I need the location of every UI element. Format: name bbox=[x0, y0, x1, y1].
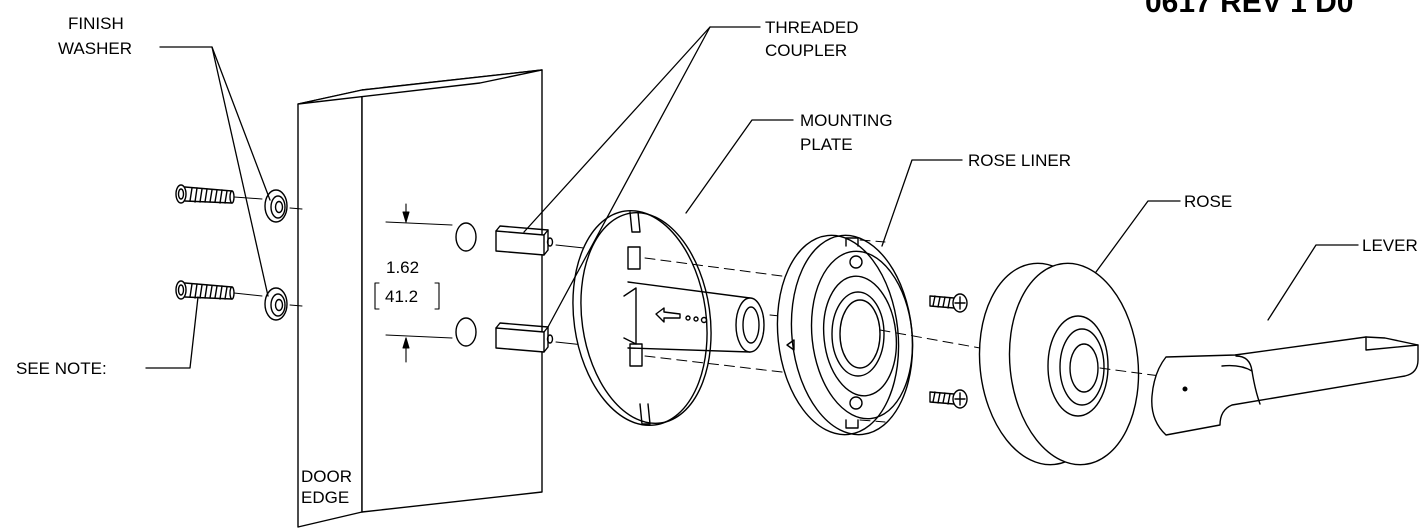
label-lever: LEVER bbox=[1362, 236, 1418, 255]
label-finish-washer-line1: FINISH bbox=[68, 14, 124, 33]
dimension-millimeters: 41.2 bbox=[385, 287, 418, 306]
drawing-title: 0617 REV 1 D0 bbox=[1145, 0, 1353, 19]
finish-washer-upper bbox=[264, 189, 288, 223]
leader-lines bbox=[145, 26, 1359, 369]
screw-upper bbox=[175, 184, 235, 204]
dimension-marker bbox=[374, 203, 453, 363]
label-door-edge-line1: DOOR bbox=[301, 467, 352, 486]
door-block bbox=[297, 69, 543, 528]
label-rose: ROSE bbox=[1184, 192, 1232, 211]
label-mounting-plate-line2: PLATE bbox=[800, 135, 853, 154]
dimension-inches: 1.62 bbox=[386, 258, 419, 277]
liner-screw-lower bbox=[929, 389, 968, 409]
lever bbox=[1151, 336, 1419, 436]
label-rose-liner: ROSE LINER bbox=[968, 151, 1071, 170]
label-door-edge-line2: EDGE bbox=[301, 488, 349, 507]
door-hole-upper bbox=[455, 222, 477, 252]
rose bbox=[978, 262, 1140, 466]
label-threaded-coupler-line2: COUPLER bbox=[765, 41, 847, 60]
label-finish-washer-line2: WASHER bbox=[58, 39, 132, 58]
screw-lower bbox=[175, 280, 235, 300]
label-see-note: SEE NOTE: bbox=[16, 359, 107, 378]
mounting-plate bbox=[572, 209, 765, 427]
rose-liner bbox=[776, 234, 914, 436]
label-threaded-coupler-line1: THREADED bbox=[765, 18, 859, 37]
label-mounting-plate-line1: MOUNTING bbox=[800, 111, 893, 130]
threaded-coupler-upper bbox=[495, 225, 554, 256]
threaded-coupler-lower bbox=[495, 322, 554, 353]
finish-washer-lower bbox=[264, 287, 288, 321]
liner-screw-upper bbox=[929, 293, 968, 313]
door-hole-lower bbox=[455, 317, 477, 347]
